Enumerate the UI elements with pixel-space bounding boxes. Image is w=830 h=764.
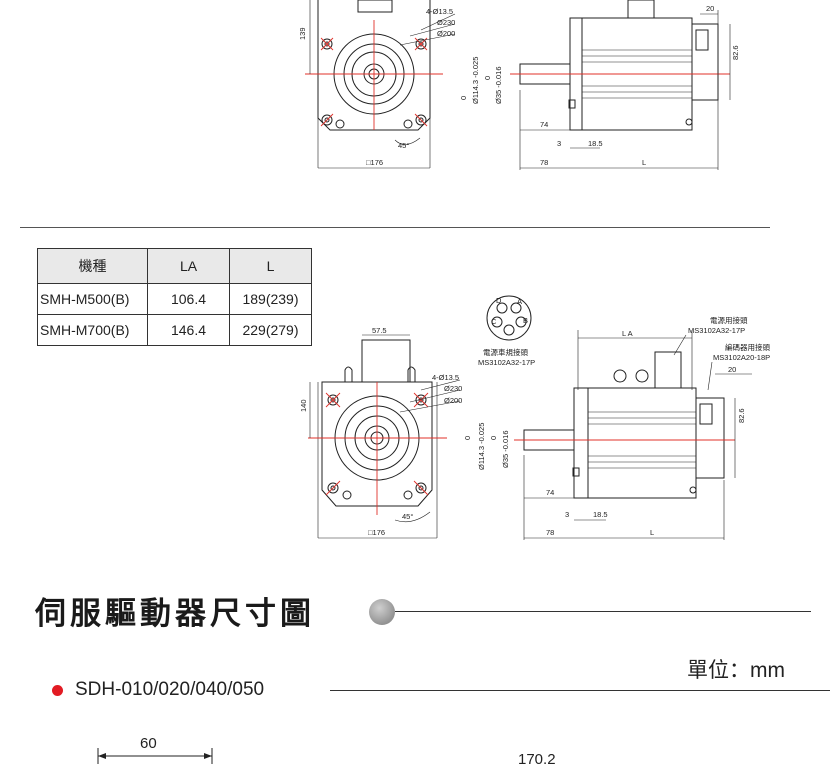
svg-text:0: 0 [463, 436, 472, 440]
svg-text:Ø114.3 -0.025: Ø114.3 -0.025 [471, 57, 480, 104]
spec-cell: SMH-M700(B) [37, 314, 148, 346]
title-rule [395, 611, 811, 612]
svg-text:0: 0 [483, 76, 492, 80]
unit-label: 單位：mm [687, 659, 785, 682]
bottom-dim-square: □176 [368, 528, 385, 537]
top-motor-drawing: 139 4-Ø13.5 Ø230 Ø200 45° □176 0 Ø114.3 … [298, 0, 740, 170]
top-dim-L: L [642, 158, 646, 167]
model-rule [330, 690, 830, 691]
top-dim-200: Ø200 [437, 29, 455, 38]
svg-text:Ø35 -0.016: Ø35 -0.016 [494, 66, 503, 104]
bottom-dim-82-6: 82.6 [737, 408, 746, 423]
model-name: SDH-010/020/040/050 [75, 679, 265, 700]
bottom-vertical-dims: 0 Ø114.3 -0.025 0 Ø35 -0.016 [463, 423, 510, 470]
svg-text:0: 0 [459, 96, 468, 100]
bottom-dim-74: 74 [546, 488, 554, 497]
driver-drawing-partial: 60 170.2 [97, 735, 556, 764]
top-dim-holes: 4-Ø13.5 [426, 7, 453, 16]
top-dim-square: □176 [366, 158, 383, 167]
top-dim-230: Ø230 [437, 18, 455, 27]
top-front-view: 139 4-Ø13.5 Ø230 Ø200 45° □176 [298, 0, 455, 169]
spec-table: 機種 LA L SMH-M500(B) 106.4 189(239) SMH-M… [37, 248, 312, 346]
bottom-dim-78: 78 [546, 528, 554, 537]
connector-caption: 電源車規接頭 [483, 347, 528, 357]
bottom-dim-57-5: 57.5 [372, 326, 387, 335]
spec-header-l: L [229, 248, 312, 284]
bottom-dim-230: Ø230 [444, 384, 462, 393]
bottom-dim-18-5: 18.5 [593, 510, 608, 519]
top-dim-3: 3 [557, 139, 561, 148]
top-dim-angle: 45° [398, 141, 409, 150]
pin-label: D [496, 296, 502, 305]
spec-cell: SMH-M500(B) [37, 283, 148, 315]
top-dim-74: 74 [540, 120, 548, 129]
top-dim-78: 78 [540, 158, 548, 167]
power-connector-label: 電源用接頭 [710, 315, 748, 325]
bottom-dim-angle: 45° [402, 512, 413, 521]
top-dim-18-5: 18.5 [588, 139, 603, 148]
model-bullet [52, 685, 63, 696]
encoder-connector-model: MS3102A20-18P [713, 353, 770, 362]
svg-text:0: 0 [489, 436, 498, 440]
title-bullet [369, 599, 395, 625]
spec-cell: 229(279) [229, 314, 312, 346]
bottom-dim-holes: 4-Ø13.5 [432, 373, 459, 382]
bottom-motor-drawing: D A C B 電源車規接頭 MS3102A32-17P 57.5 [299, 295, 770, 540]
bottom-dim-L: L [650, 528, 654, 537]
svg-text:Ø35 -0.016: Ø35 -0.016 [501, 430, 510, 468]
svg-text:Ø114.3 -0.025: Ø114.3 -0.025 [477, 423, 486, 470]
spec-cell: 189(239) [229, 283, 312, 315]
encoder-connector-label: 編碼器用接頭 [725, 342, 770, 352]
top-vertical-dims: 0 Ø114.3 -0.025 0 Ø35 -0.016 [459, 57, 503, 104]
dim-60: 60 [140, 735, 157, 752]
bottom-dim-200: Ø200 [444, 396, 462, 405]
pin-label: C [491, 317, 497, 326]
table-row: SMH-M700(B) 146.4 229(279) [37, 314, 312, 346]
bottom-dim-20: 20 [728, 365, 736, 374]
dim-170-2: 170.2 [518, 751, 556, 764]
bottom-dim-3: 3 [565, 510, 569, 519]
top-side-view: 74 3 18.5 78 L 20 82.6 [510, 0, 740, 170]
connector-model: MS3102A32-17P [478, 358, 535, 367]
spec-cell: 146.4 [147, 314, 230, 346]
bottom-side-view: L A 電源用接頭 MS3102A32-17P 編碼器用接頭 MS3102A20… [514, 315, 770, 540]
section-title: 伺服驅動器尺寸圖 [35, 596, 315, 632]
pin-label: A [517, 297, 522, 306]
top-dim-20: 20 [706, 4, 714, 13]
top-dim-82-6: 82.6 [731, 45, 740, 60]
divider [20, 227, 770, 228]
pin-label: B [523, 316, 528, 325]
connector-pin-diagram: D A C B 電源車規接頭 MS3102A32-17P [478, 295, 535, 367]
bottom-front-view: 57.5 140 4-Ø13.5 Ø230 Ø200 [299, 326, 462, 539]
bottom-dim-140: 140 [299, 399, 308, 412]
top-dim-139: 139 [298, 27, 307, 40]
power-connector-model: MS3102A32-17P [688, 326, 745, 335]
spec-header-la: LA [147, 248, 230, 284]
spec-header-model: 機種 [37, 248, 148, 284]
bottom-dim-la: L A [622, 329, 633, 338]
